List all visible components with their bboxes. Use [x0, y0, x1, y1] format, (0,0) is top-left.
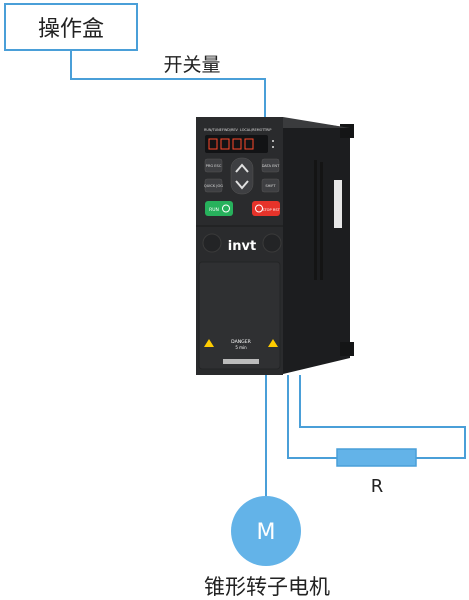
led-label-fwd: FWD/REV: [222, 128, 239, 132]
led-label-trip: TRIP: [263, 128, 271, 132]
data-ent-key-label: DATA ENT: [262, 164, 280, 168]
control-box-label: 操作盒: [38, 17, 104, 42]
display-screen: [205, 135, 268, 153]
resistor-wire-outer: [299, 375, 466, 459]
stop-button-label: STOP RST: [262, 208, 280, 212]
motor-symbol: M: [257, 520, 276, 545]
led-indicators: RUN/TUNE FWD/REV LOCAL/REMOT TRIP: [204, 128, 271, 132]
run-button-label: RUN: [209, 207, 219, 213]
resistor-wire-inner: [287, 375, 337, 459]
danger-title: DANGER: [231, 339, 251, 345]
run-icon: [222, 204, 230, 213]
danger-sub: 5 min: [235, 345, 247, 350]
led-label-local: LOCAL/REMOT: [240, 128, 265, 132]
prg-esc-key-label: PRG ESC: [206, 164, 222, 168]
quick-jog-key[interactable]: [204, 178, 223, 193]
resistor-label: R: [371, 476, 384, 497]
signal-wire: [70, 50, 266, 124]
led-label-run: RUN/TUNE: [204, 128, 222, 132]
shift-key[interactable]: [261, 178, 280, 193]
keypad: PRG ESC DATA ENT QUICK JOG SHIFT RUN STO…: [204, 157, 281, 216]
signal-label: 开关量: [163, 54, 220, 76]
right-knob: [262, 233, 282, 253]
danger-sticker: DANGER 5 min: [204, 339, 278, 364]
prg-esc-key[interactable]: [204, 158, 223, 173]
motor-label: 锥形转子电机: [204, 575, 330, 599]
brand-logo: invt: [228, 239, 256, 254]
shift-key-label: SHIFT: [265, 184, 276, 188]
resistor: R: [336, 448, 417, 497]
data-ent-key[interactable]: [261, 158, 280, 173]
motor: M 锥形转子电机: [204, 496, 330, 599]
control-box: 操作盒: [4, 3, 138, 51]
up-arrow-icon[interactable]: [235, 163, 249, 173]
updown-pad: [230, 157, 254, 195]
stop-icon: [255, 204, 263, 213]
left-knob: [202, 233, 222, 253]
quick-jog-key-label: QUICK JOG: [204, 184, 223, 188]
down-arrow-icon[interactable]: [235, 180, 249, 190]
display-digits: [208, 138, 254, 150]
inverter-device: RUN/TUNE FWD/REV LOCAL/REMOT TRIP PRG ES…: [196, 117, 354, 375]
